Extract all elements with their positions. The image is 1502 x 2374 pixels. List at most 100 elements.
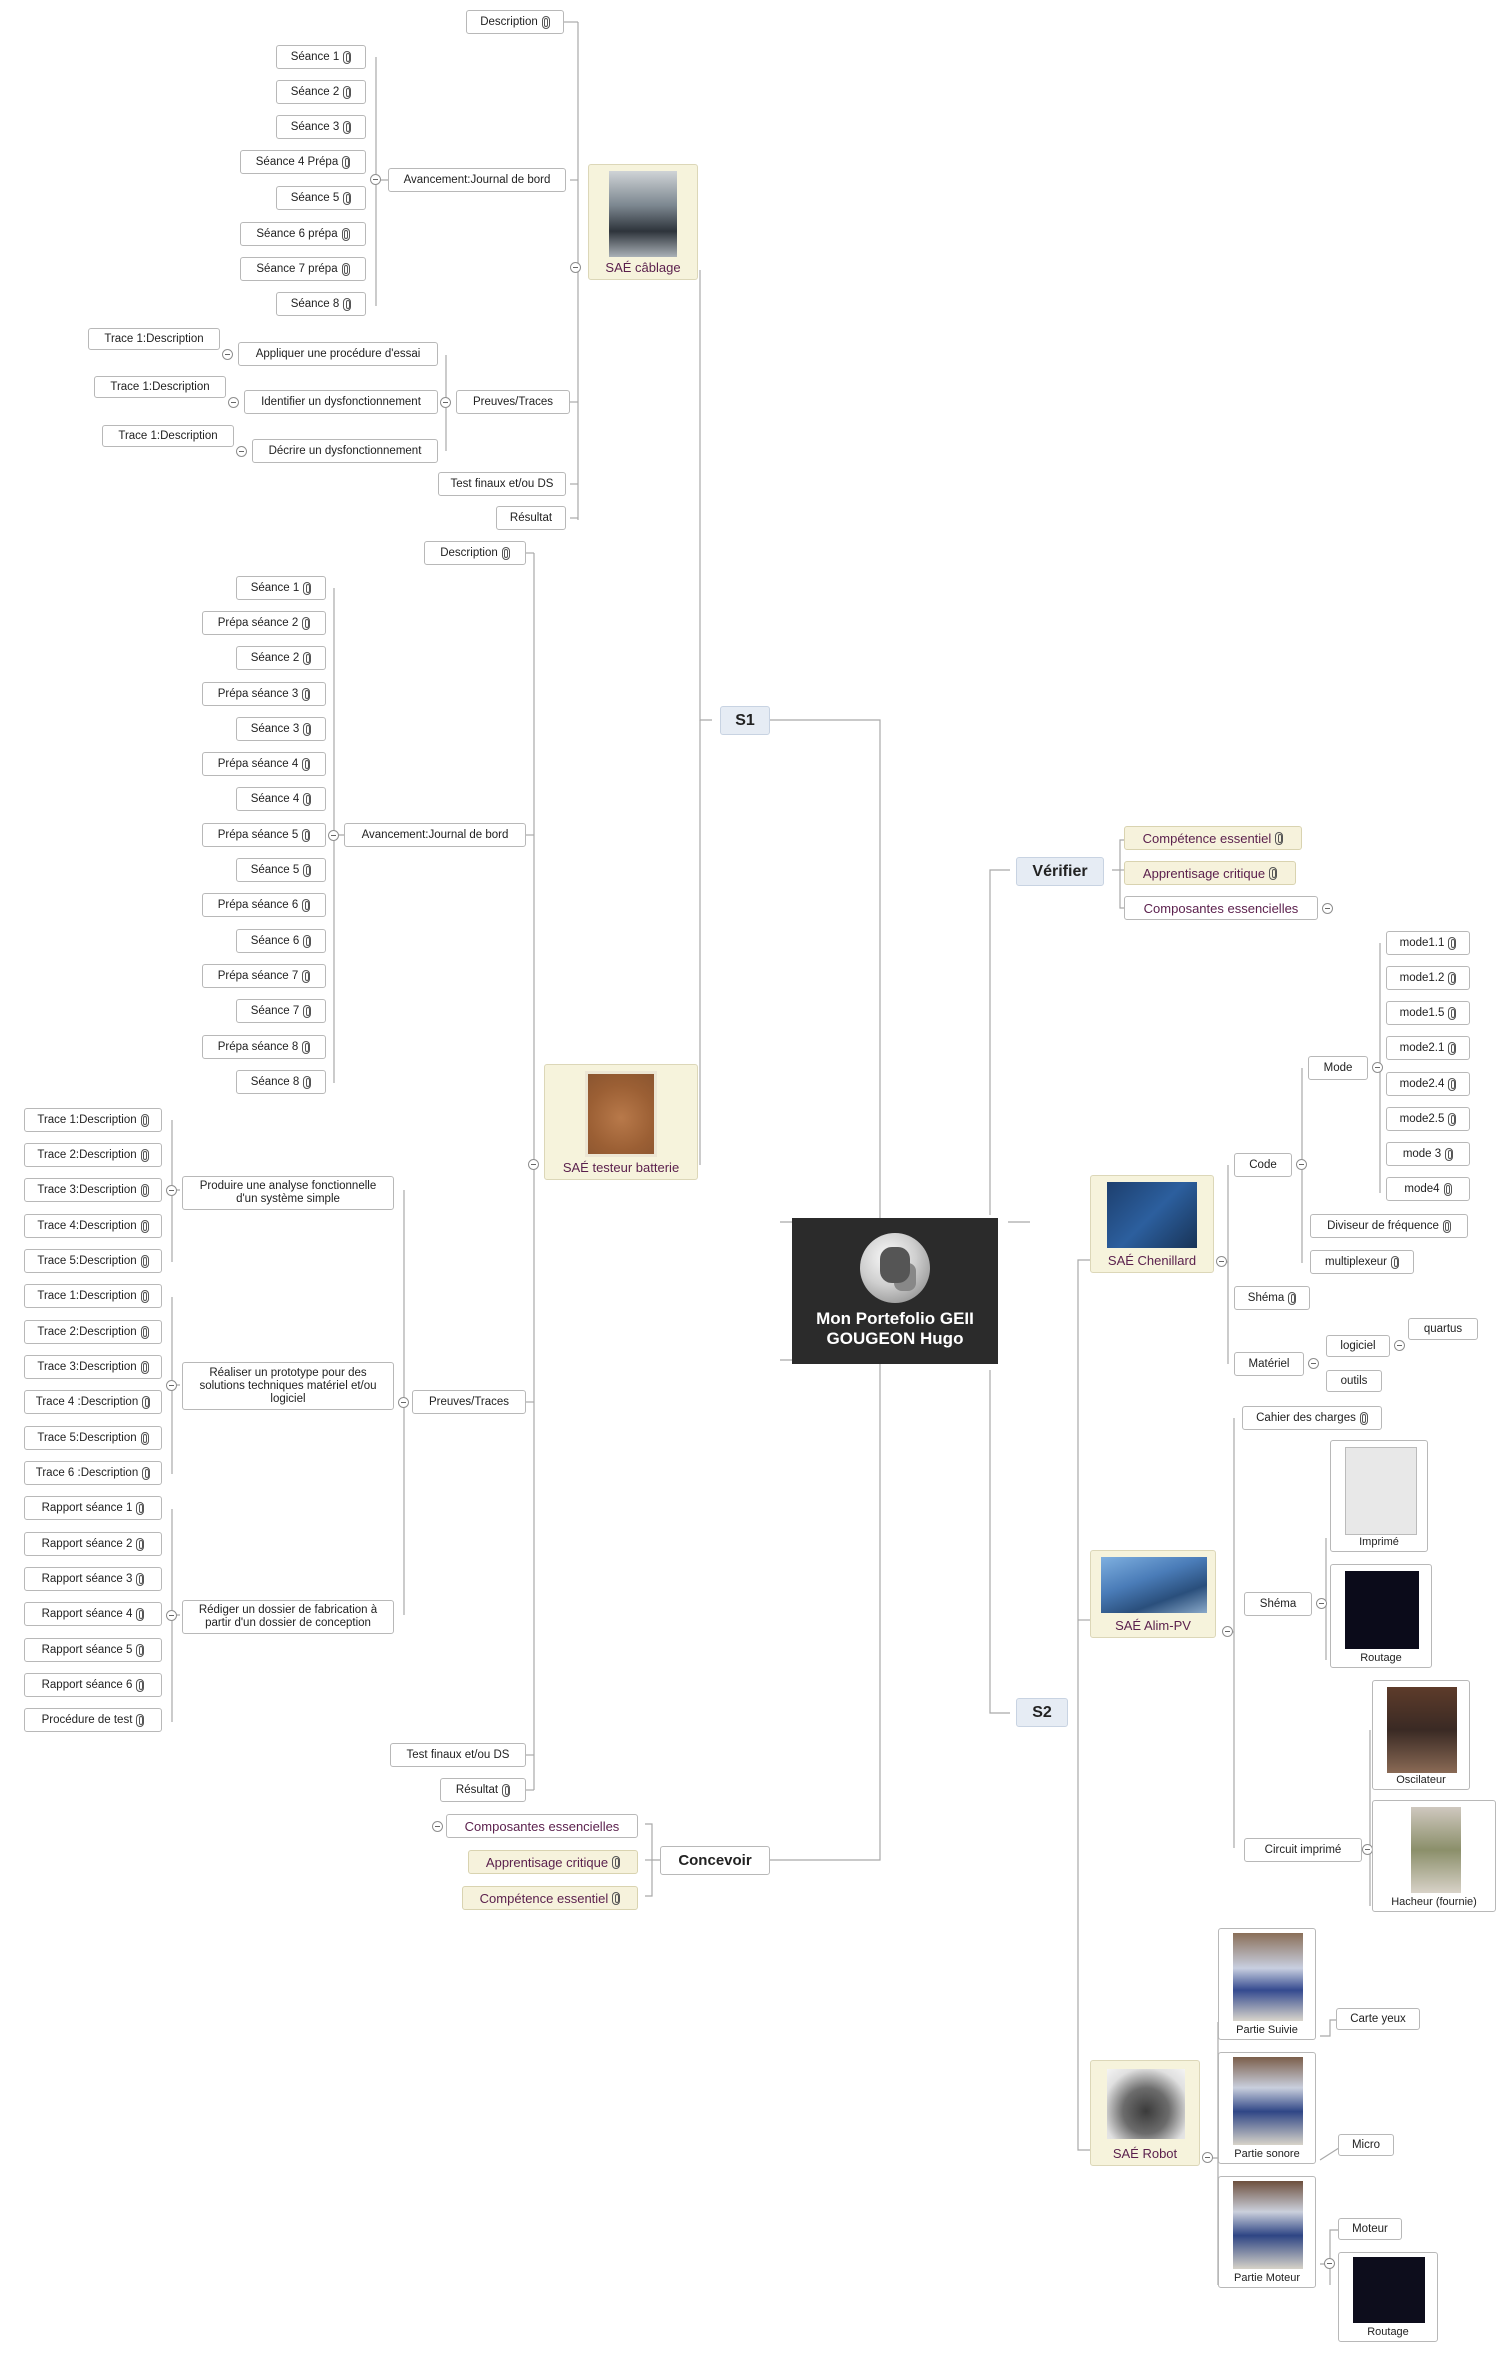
- cablage-trace[interactable]: Trace 1:Description: [102, 425, 234, 447]
- testeur-seance[interactable]: Séance 8: [236, 1070, 326, 1094]
- chenillard-diviseur[interactable]: Diviseur de fréquence: [1310, 1214, 1468, 1238]
- sae-testeur-batterie[interactable]: SAÉ testeur batterie: [544, 1064, 698, 1180]
- cablage-test[interactable]: Test finaux et/ou DS: [438, 472, 566, 496]
- alim-schema[interactable]: Shéma: [1244, 1592, 1312, 1616]
- chenillard-mode-item[interactable]: mode1.2: [1386, 966, 1470, 990]
- testeur-trace[interactable]: Rapport séance 3: [24, 1567, 162, 1591]
- chenillard-code[interactable]: Code: [1234, 1153, 1292, 1177]
- collapse-toggle-icon[interactable]: [166, 1380, 177, 1391]
- collapse-toggle-icon[interactable]: [570, 262, 581, 273]
- sae-robot[interactable]: SAÉ Robot: [1090, 2060, 1200, 2166]
- testeur-trace[interactable]: Trace 5:Description: [24, 1249, 162, 1273]
- testeur-competence[interactable]: Produire une analyse fonctionnelle d'un …: [182, 1176, 394, 1210]
- collapse-toggle-icon[interactable]: [1222, 1626, 1233, 1637]
- testeur-test[interactable]: Test finaux et/ou DS: [390, 1743, 526, 1767]
- collapse-toggle-icon[interactable]: [398, 1397, 409, 1408]
- robot-partie-moteur[interactable]: Partie Moteur: [1218, 2176, 1316, 2288]
- collapse-toggle-icon[interactable]: [528, 1159, 539, 1170]
- testeur-seance[interactable]: Séance 2: [236, 646, 326, 670]
- collapse-toggle-icon[interactable]: [370, 174, 381, 185]
- collapse-toggle-icon[interactable]: [1316, 1598, 1327, 1609]
- chenillard-mode-item[interactable]: mode1.5: [1386, 1001, 1470, 1025]
- collapse-toggle-icon[interactable]: [166, 1610, 177, 1621]
- testeur-trace[interactable]: Trace 5:Description: [24, 1426, 162, 1450]
- branch-s1[interactable]: S1: [720, 706, 770, 735]
- cablage-trace[interactable]: Trace 1:Description: [88, 328, 220, 350]
- cablage-seance[interactable]: Séance 4 Prépa: [240, 150, 366, 174]
- concevoir-competence[interactable]: Compétence essentiel: [462, 1886, 638, 1910]
- testeur-seance[interactable]: Séance 7: [236, 999, 326, 1023]
- cablage-preuves[interactable]: Preuves/Traces: [456, 390, 570, 414]
- testeur-trace[interactable]: Trace 1:Description: [24, 1284, 162, 1308]
- robot-routage[interactable]: Routage: [1338, 2252, 1438, 2342]
- testeur-trace[interactable]: Trace 4 :Description: [24, 1390, 162, 1414]
- chenillard-logiciel[interactable]: logiciel: [1326, 1335, 1390, 1357]
- cablage-seance[interactable]: Séance 5: [276, 186, 366, 210]
- testeur-seance[interactable]: Séance 6: [236, 929, 326, 953]
- cablage-seance[interactable]: Séance 8: [276, 292, 366, 316]
- central-topic[interactable]: Mon Portefolio GEII GOUGEON Hugo: [792, 1218, 998, 1364]
- sae-chenillard[interactable]: SAÉ Chenillard: [1090, 1175, 1214, 1273]
- chenillard-mode-item[interactable]: mode2.5: [1386, 1107, 1470, 1131]
- testeur-description[interactable]: Description: [424, 541, 526, 565]
- branch-concevoir[interactable]: Concevoir: [660, 1846, 770, 1875]
- alim-cahier[interactable]: Cahier des charges: [1242, 1406, 1382, 1430]
- verifier-apprentissage[interactable]: Apprentisage critique: [1124, 861, 1296, 885]
- chenillard-quartus[interactable]: quartus: [1408, 1318, 1478, 1340]
- testeur-competence[interactable]: Réaliser un prototype pour des solutions…: [182, 1362, 394, 1410]
- testeur-trace[interactable]: Trace 6 :Description: [24, 1461, 162, 1485]
- chenillard-mode-item[interactable]: mode2.1: [1386, 1036, 1470, 1060]
- verifier-composantes[interactable]: Composantes essencielles: [1124, 896, 1318, 920]
- testeur-trace[interactable]: Rapport séance 2: [24, 1532, 162, 1556]
- collapse-toggle-icon[interactable]: [1324, 2258, 1335, 2269]
- robot-partie-sonore[interactable]: Partie sonore: [1218, 2052, 1316, 2164]
- testeur-seance[interactable]: Séance 3: [236, 717, 326, 741]
- testeur-trace[interactable]: Trace 1:Description: [24, 1108, 162, 1132]
- verifier-competence[interactable]: Compétence essentiel: [1124, 826, 1302, 850]
- sae-cablage[interactable]: SAÉ câblage: [588, 164, 698, 280]
- cablage-seance[interactable]: Séance 3: [276, 115, 366, 139]
- cablage-journal[interactable]: Avancement:Journal de bord: [388, 168, 566, 192]
- collapse-toggle-icon[interactable]: [228, 397, 239, 408]
- alim-imprime[interactable]: Imprimé: [1330, 1440, 1428, 1552]
- collapse-toggle-icon[interactable]: [328, 830, 339, 841]
- chenillard-mode[interactable]: Mode: [1308, 1056, 1368, 1080]
- collapse-toggle-icon[interactable]: [236, 446, 247, 457]
- alim-oscilateur[interactable]: Oscilateur: [1372, 1680, 1470, 1790]
- testeur-competence[interactable]: Rédiger un dossier de fabrication à part…: [182, 1600, 394, 1634]
- alim-routage[interactable]: Routage: [1330, 1564, 1432, 1668]
- alim-hacheur[interactable]: Hacheur (fournie): [1372, 1800, 1496, 1912]
- testeur-seance[interactable]: Séance 1: [236, 576, 326, 600]
- cablage-resultat[interactable]: Résultat: [496, 506, 566, 530]
- testeur-seance[interactable]: Séance 5: [236, 858, 326, 882]
- robot-micro[interactable]: Micro: [1338, 2134, 1394, 2156]
- cablage-seance[interactable]: Séance 1: [276, 45, 366, 69]
- concevoir-composantes[interactable]: Composantes essencielles: [446, 1814, 638, 1838]
- chenillard-outils[interactable]: outils: [1326, 1370, 1382, 1392]
- cablage-seance[interactable]: Séance 7 prépa: [240, 257, 366, 281]
- testeur-trace[interactable]: Rapport séance 4: [24, 1602, 162, 1626]
- testeur-seance[interactable]: Prépa séance 2: [202, 611, 326, 635]
- cablage-competence[interactable]: Décrire un dysfonctionnement: [252, 439, 438, 463]
- cablage-description[interactable]: Description: [466, 10, 564, 34]
- collapse-toggle-icon[interactable]: [1394, 1340, 1405, 1351]
- robot-moteur[interactable]: Moteur: [1338, 2218, 1402, 2240]
- testeur-journal[interactable]: Avancement:Journal de bord: [344, 823, 526, 847]
- chenillard-mode-item[interactable]: mode1.1: [1386, 931, 1470, 955]
- expand-toggle-icon[interactable]: [432, 1821, 443, 1832]
- testeur-trace[interactable]: Procédure de test: [24, 1708, 162, 1732]
- cablage-trace[interactable]: Trace 1:Description: [94, 376, 226, 398]
- testeur-trace[interactable]: Rapport séance 1: [24, 1496, 162, 1520]
- branch-s2[interactable]: S2: [1016, 1698, 1068, 1727]
- chenillard-schema[interactable]: Shéma: [1234, 1286, 1310, 1310]
- alim-circuit[interactable]: Circuit imprimé: [1244, 1838, 1362, 1862]
- cablage-seance[interactable]: Séance 2: [276, 80, 366, 104]
- collapse-toggle-icon[interactable]: [1216, 1256, 1227, 1267]
- testeur-trace[interactable]: Rapport séance 5: [24, 1638, 162, 1662]
- testeur-trace[interactable]: Rapport séance 6: [24, 1673, 162, 1697]
- collapse-toggle-icon[interactable]: [1296, 1159, 1307, 1170]
- testeur-seance[interactable]: Prépa séance 8: [202, 1035, 326, 1059]
- testeur-trace[interactable]: Trace 3:Description: [24, 1178, 162, 1202]
- collapse-toggle-icon[interactable]: [166, 1185, 177, 1196]
- testeur-seance[interactable]: Séance 4: [236, 787, 326, 811]
